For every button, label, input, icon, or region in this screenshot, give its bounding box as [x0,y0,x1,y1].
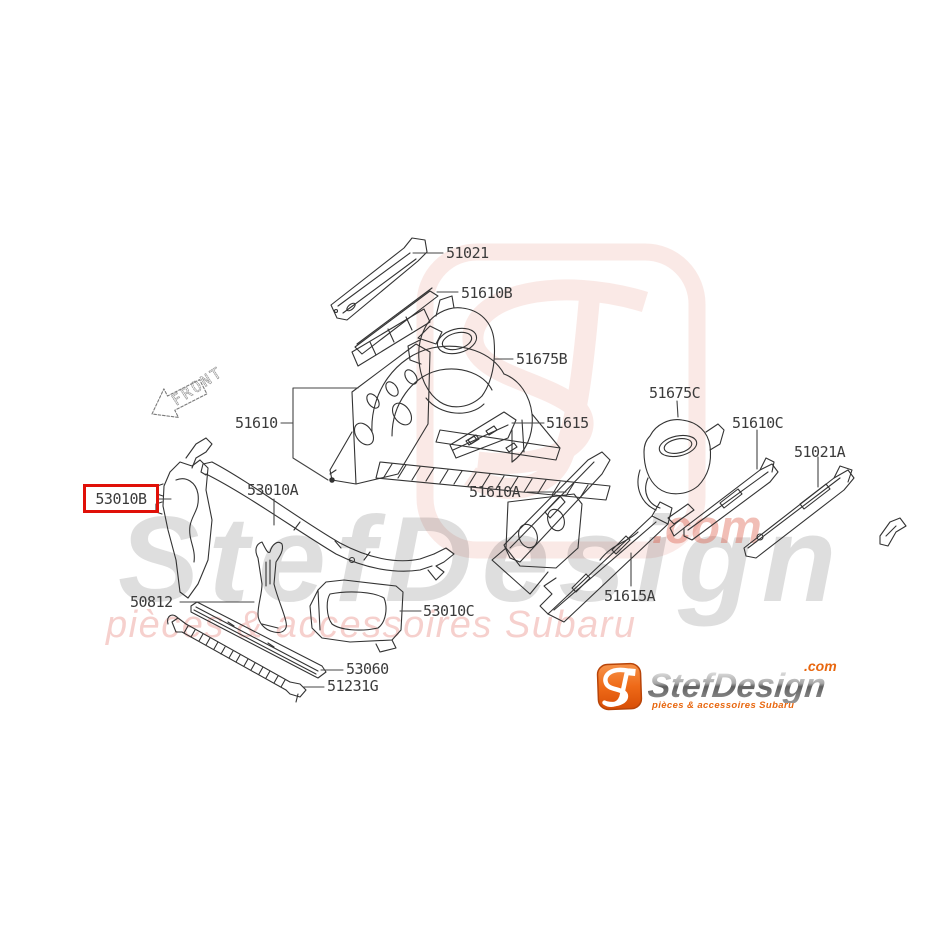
part-51610C-drawing [667,457,779,541]
vendor-logo-tld: .com [804,658,837,674]
part-51615A-drawing [539,501,673,623]
part-51615-drawing [449,411,517,459]
highlighted-part-box: 53010B [83,484,159,513]
part-label-53010A: 53010A [247,481,299,499]
part-label-51610A: 51610A [469,483,521,501]
part-50812-drawing [255,541,287,634]
part-53060-drawing [190,601,327,679]
part-label-51231G: 51231G [327,677,379,695]
part-51675B-drawing [407,295,496,414]
front-arrow-icon [151,379,208,418]
part-label-51675B: 51675B [516,350,568,368]
part-53010C-drawing [309,579,404,653]
leader-lines [158,252,819,688]
part-label-50812: 50812 [130,593,173,611]
vendor-logo-sj-badge-icon [596,662,643,711]
part-label-53060: 53060 [346,660,389,678]
vendor-logo: StefDesign .com pièces & accessoires Sub… [594,655,864,717]
part-51610B-drawing [351,287,439,367]
part-label-51021: 51021 [446,244,489,262]
front-direction-label: FRONT [168,363,226,409]
vendor-logo-brand: StefDesign [646,667,828,705]
part-label-51021A: 51021A [794,443,846,461]
part-label-53010C: 53010C [423,602,475,620]
part-51231G-drawing [167,614,307,703]
part-51610-drawing [329,325,611,501]
part-label-51610C: 51610C [732,414,784,432]
part-clip-drawing [879,517,907,547]
part-51675C-drawing [637,419,725,511]
part-51021A-drawing [743,465,855,559]
part-53010A-drawing [200,461,455,581]
part-label-51615: 51615 [546,414,589,432]
part-label-51615A: 51615A [604,587,656,605]
part-label-51610B: 51610B [461,284,513,302]
watermark-brand-text: StefDesign [118,491,846,627]
part-53010B-drawing [155,437,213,599]
part-label-51675C: 51675C [649,384,701,402]
part-51021-drawing [330,237,428,321]
part-label-51610: 51610 [235,414,278,432]
part-label-53010B: 53010B [95,489,147,508]
vendor-logo-tagline: pièces & accessoires Subaru [652,700,795,711]
part-51610A-drawing [491,451,611,595]
